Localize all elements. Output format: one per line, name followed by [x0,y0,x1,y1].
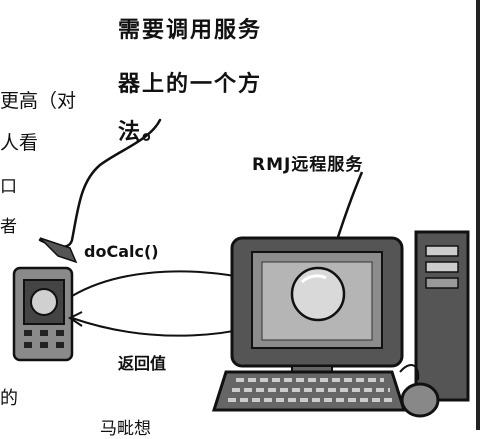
return-arrowhead [68,311,83,327]
callout-pointer [39,237,78,264]
page-edge-strip [476,0,480,430]
method-call-label: doCalc() [84,242,159,261]
service-ball-highlight [300,274,327,284]
client-device [12,266,74,362]
callout-text-line-2: 器上的一个方 [118,72,263,97]
return-value-label: 返回值 [118,354,167,373]
edge-text-fragment-5: 的 [0,388,18,409]
callout-text-line-1: 需要调用服务 [118,18,263,43]
rmi-diagram-illustration [12,0,480,430]
remote-service-label: RMJ远程服务 [252,155,364,175]
server-keyboard [211,370,407,412]
server-tower [414,230,470,402]
edge-text-fragment-1: 更高（对 [0,90,77,112]
edge-text-fragment-2: 人看 [0,132,39,154]
edge-text-fragment-3: 口 [0,177,17,197]
server-mouse [399,364,440,418]
edge-text-fragment-6: 马毗想 [100,419,151,439]
edge-text-fragment-4: 者 [0,217,17,237]
callout-text-line-3: 法。 [118,120,167,145]
